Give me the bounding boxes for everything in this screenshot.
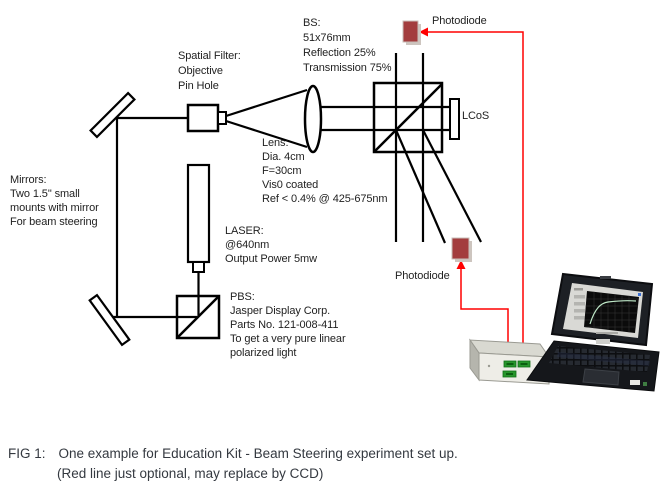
red-cable-arrowheads: [419, 27, 528, 360]
laptop: [526, 272, 660, 392]
beam-lines: [111, 53, 482, 319]
green-port-icon: [502, 360, 531, 378]
laptop-chart: [584, 291, 639, 333]
label-line: @640nm: [225, 239, 270, 251]
label-line: Spatial Filter:: [178, 50, 241, 62]
label-line: BS:: [303, 17, 321, 29]
label-line: Pin Hole: [178, 80, 219, 92]
label-line: 51x76mm: [303, 32, 351, 44]
figure-caption: FIG 1: One example for Education Kit - Be…: [8, 446, 458, 481]
label-line: Dia. 4cm: [262, 151, 305, 163]
label-line: mounts with mirror: [10, 202, 99, 214]
label-line: PBS:: [230, 291, 255, 303]
caption-note: (Red line just optional, may replace by …: [57, 466, 324, 481]
label-line: Lens:: [262, 137, 289, 149]
label-photodiode-top: Photodiode: [432, 15, 487, 27]
label-line: F=30cm: [262, 165, 302, 177]
label-line: Objective: [178, 65, 223, 77]
bs-cube-icon: [372, 81, 444, 154]
label-line: Output Power 5mw: [225, 253, 317, 265]
spatial-filter-icon: [186, 103, 227, 133]
label-line: Parts No. 121-008-411: [230, 319, 339, 331]
label-line: For beam steering: [10, 216, 98, 228]
label-photodiode-bottom: Photodiode: [395, 270, 450, 282]
label-line: Transmission 75%: [303, 62, 392, 74]
laptop-keyboard: [549, 346, 650, 372]
label-line: Vis0 coated: [262, 179, 319, 191]
label-line: Two 1.5" small: [10, 188, 80, 200]
mirror-bottom-icon: [88, 293, 131, 347]
label-line: Reflection 25%: [303, 47, 376, 59]
label-line: Ref < 0.4% @ 425-675nm: [262, 193, 388, 205]
label-lcos: LCoS: [462, 110, 490, 122]
pbs-cube-icon: [175, 294, 221, 340]
figure-number: FIG 1:: [8, 446, 46, 461]
mirror-top-icon: [89, 91, 136, 139]
photodiode-bottom-icon: [451, 237, 472, 262]
label-line: polarized light: [230, 347, 297, 359]
photodiode-top-icon: [402, 20, 421, 45]
red-cables: [421, 31, 524, 356]
label-line: To get a very pure linear: [230, 333, 346, 345]
lcos-panel-icon: [449, 98, 460, 140]
label-mirrors: Mirrors: Two 1.5" small mounts with mirror…: [10, 173, 99, 229]
laser-icon: [186, 163, 211, 273]
lens-icon: [303, 84, 323, 154]
label-line: Mirrors:: [10, 174, 47, 186]
laptop-chart-curve: [589, 300, 637, 325]
caption-text: One example for Education Kit - Beam Ste…: [58, 446, 458, 461]
laptop-trackpad: [582, 368, 620, 386]
label-pbs: PBS: Jasper Display Corp. Parts No. 121-00…: [230, 290, 346, 360]
label-line: LASER:: [225, 225, 264, 237]
label-line: Jasper Display Corp.: [230, 305, 331, 317]
